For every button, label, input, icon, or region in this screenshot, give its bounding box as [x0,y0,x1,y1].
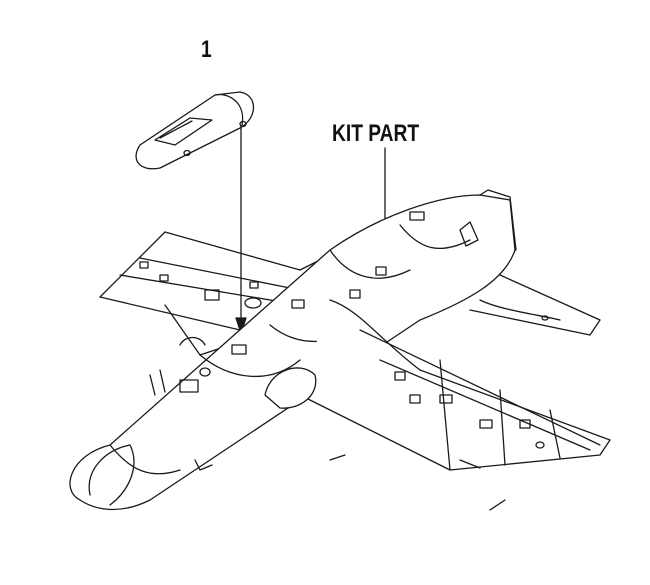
kit-part-label: KIT PART [332,120,420,147]
part-1-pod [135,91,255,170]
fuselage [69,189,517,511]
landing-gear [149,369,213,471]
engine-intake [179,336,317,409]
tailplane [469,274,601,336]
assembly-arrow [235,125,247,334]
part-number-label: 1 [201,36,212,63]
right-wing [299,299,611,511]
